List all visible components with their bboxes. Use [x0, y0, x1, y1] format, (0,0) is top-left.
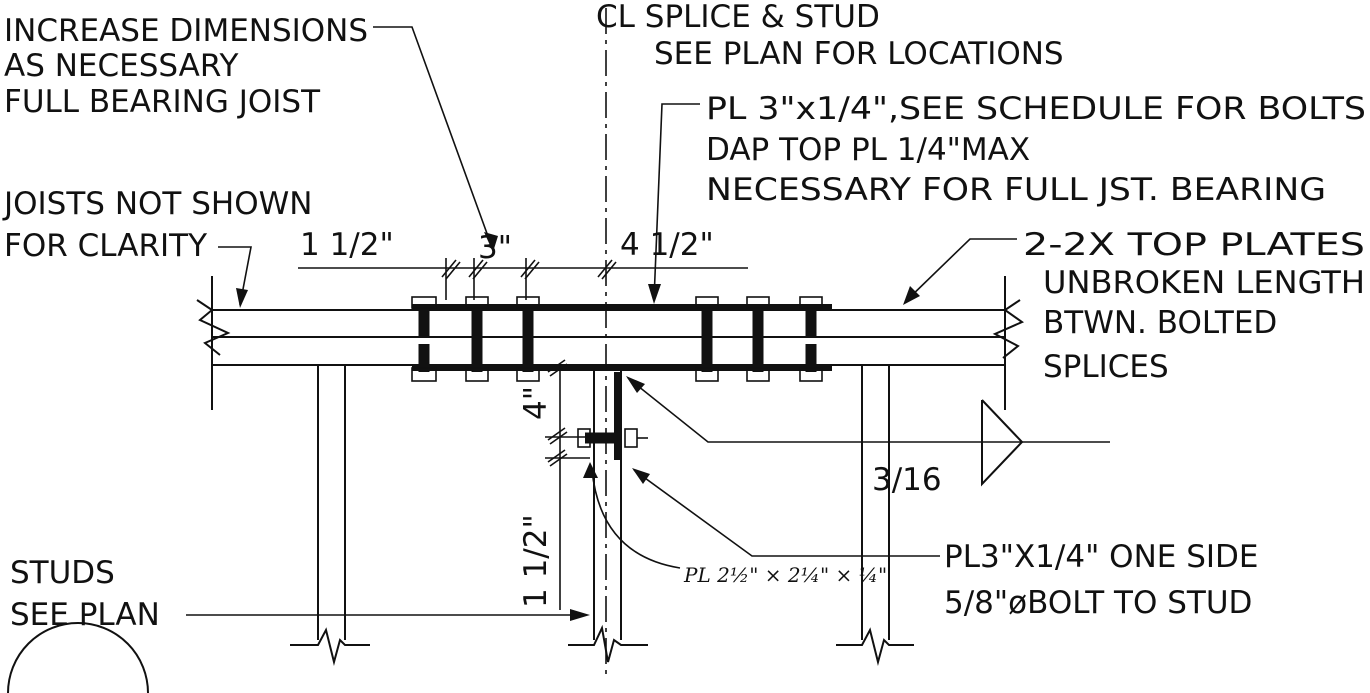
note-plate: PL 3"x1/4",SEE SCHEDULE FOR BOLTS DAP TO…	[706, 91, 1366, 208]
bolt	[411, 296, 437, 382]
note-line: NECESSARY FOR FULL JST. BEARING	[706, 172, 1326, 208]
note-line: 5/8"øBOLT TO STUD	[944, 585, 1252, 621]
note-line: FOR CLARITY	[4, 228, 207, 264]
dim-vert-lower: 1 1/2"	[518, 514, 554, 608]
dim-vert-upper: 4"	[518, 386, 554, 420]
note-line: SEE PLAN	[10, 597, 160, 633]
weld-symbol	[981, 399, 1024, 487]
note-line: SPLICES	[1043, 349, 1169, 385]
bolt	[695, 296, 719, 382]
dim-mid: 3"	[478, 230, 512, 266]
note-line: CL SPLICE & STUD	[596, 0, 880, 35]
splice-bolts	[411, 296, 823, 382]
note-line: STUDS	[10, 555, 115, 591]
dim-left: 1 1/2"	[300, 227, 394, 263]
note-joists: JOISTS NOT SHOWN FOR CLARITY	[2, 186, 312, 264]
bolt	[465, 296, 489, 382]
note-line: AS NECESSARY	[4, 48, 238, 84]
note-increase-dimensions: INCREASE DIMENSIONS AS NECESSARY FULL BE…	[4, 13, 368, 120]
note-line: UNBROKEN LENGTH	[1043, 265, 1365, 301]
bolt	[516, 296, 540, 382]
studs	[290, 365, 914, 666]
note-studs: STUDS SEE PLAN	[10, 555, 160, 633]
note-line: DAP TOP PL 1/4"MAX	[706, 132, 1030, 168]
note-line: 2-2X TOP PLATES	[1023, 227, 1365, 263]
handwritten-plate-note: PL 2½" × 2¼" × ¼"	[683, 563, 887, 587]
note-line: FULL BEARING JOIST	[4, 84, 321, 120]
note-line: INCREASE DIMENSIONS	[4, 13, 368, 49]
break-line-right	[992, 299, 1025, 359]
bolt	[746, 296, 770, 382]
note-line: PL3"X1/4" ONE SIDE	[944, 539, 1259, 575]
vertical-dimension	[545, 359, 590, 610]
detail-callout-circle	[7, 622, 149, 693]
horizontal-dimension	[298, 258, 748, 300]
stud-side-plate	[577, 372, 648, 460]
note-cl-splice: CL SPLICE & STUD SEE PLAN FOR LOCATIONS	[596, 0, 1064, 72]
leader-lines	[186, 26, 1110, 621]
weld-size: 3/16	[872, 462, 942, 498]
top-plates	[196, 276, 1025, 410]
bolt	[799, 296, 823, 382]
note-line: BTWN. BOLTED	[1043, 305, 1277, 341]
dim-right: 4 1/2"	[620, 227, 714, 263]
note-line: PL 3"x1/4",SEE SCHEDULE FOR BOLTS	[706, 91, 1366, 127]
note-line: JOISTS NOT SHOWN	[2, 186, 312, 222]
note-top-plates: 2-2X TOP PLATES UNBROKEN LENGTH BTWN. BO…	[1023, 227, 1365, 385]
note-side-plate: PL3"X1/4" ONE SIDE 5/8"øBOLT TO STUD	[944, 539, 1259, 621]
break-line-left	[196, 299, 231, 356]
note-line: SEE PLAN FOR LOCATIONS	[654, 36, 1064, 72]
